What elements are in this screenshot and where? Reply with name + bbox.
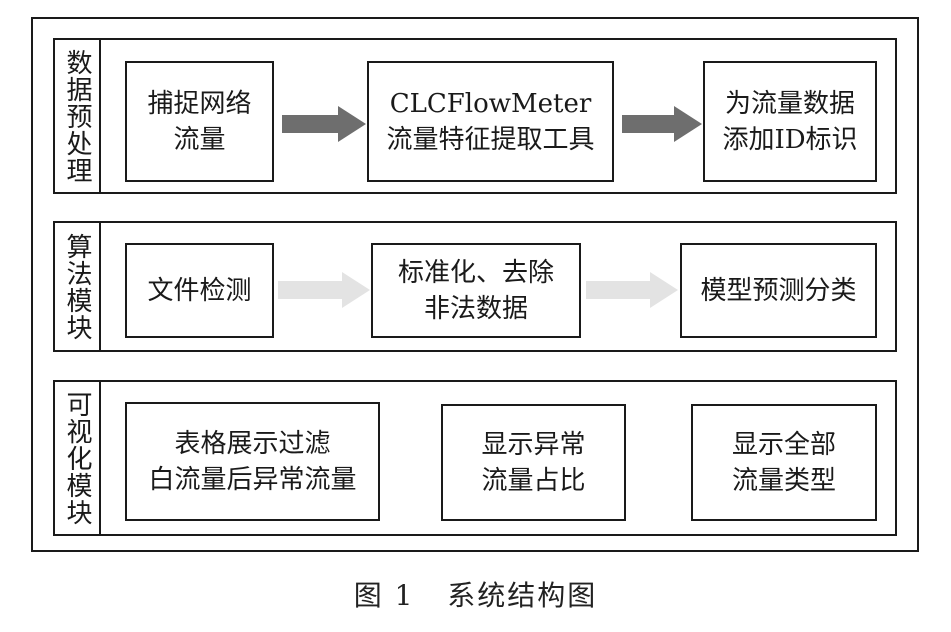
node-clcflowmeter: CLCFlowMeter 流量特征提取工具 xyxy=(367,61,614,182)
system-structure-frame xyxy=(31,17,919,552)
node-normalize: 标准化、去除 非法数据 xyxy=(371,243,581,338)
figure-caption: 图 1 系统结构图 xyxy=(353,579,598,612)
section-data-preprocessing: 数据预处理 xyxy=(53,38,897,194)
node-add-id: 为流量数据 添加ID标识 xyxy=(703,61,877,182)
node-model-predict: 模型预测分类 xyxy=(680,243,877,338)
section-label: 算法模块 xyxy=(55,223,101,350)
arrow-shape xyxy=(586,272,678,308)
node-abnormal-ratio: 显示异常 流量占比 xyxy=(441,404,626,521)
arrow-icon xyxy=(282,106,366,142)
arrow-shape xyxy=(282,106,366,142)
node-file-detection: 文件检测 xyxy=(125,243,274,338)
section-visualization: 可视化模块 xyxy=(53,380,897,536)
section-label: 数据预处理 xyxy=(55,40,101,192)
arrow-icon xyxy=(622,106,702,142)
node-all-types: 显示全部 流量类型 xyxy=(691,404,877,521)
node-table-display: 表格展示过滤 白流量后异常流量 xyxy=(125,402,380,521)
arrow-shape xyxy=(278,272,370,308)
section-label: 可视化模块 xyxy=(55,382,101,534)
arrow-icon xyxy=(278,272,370,308)
node-capture-traffic: 捕捉网络 流量 xyxy=(125,61,274,182)
section-algorithm: 算法模块 xyxy=(53,221,897,352)
arrow-icon xyxy=(586,272,678,308)
arrow-shape xyxy=(622,106,702,142)
